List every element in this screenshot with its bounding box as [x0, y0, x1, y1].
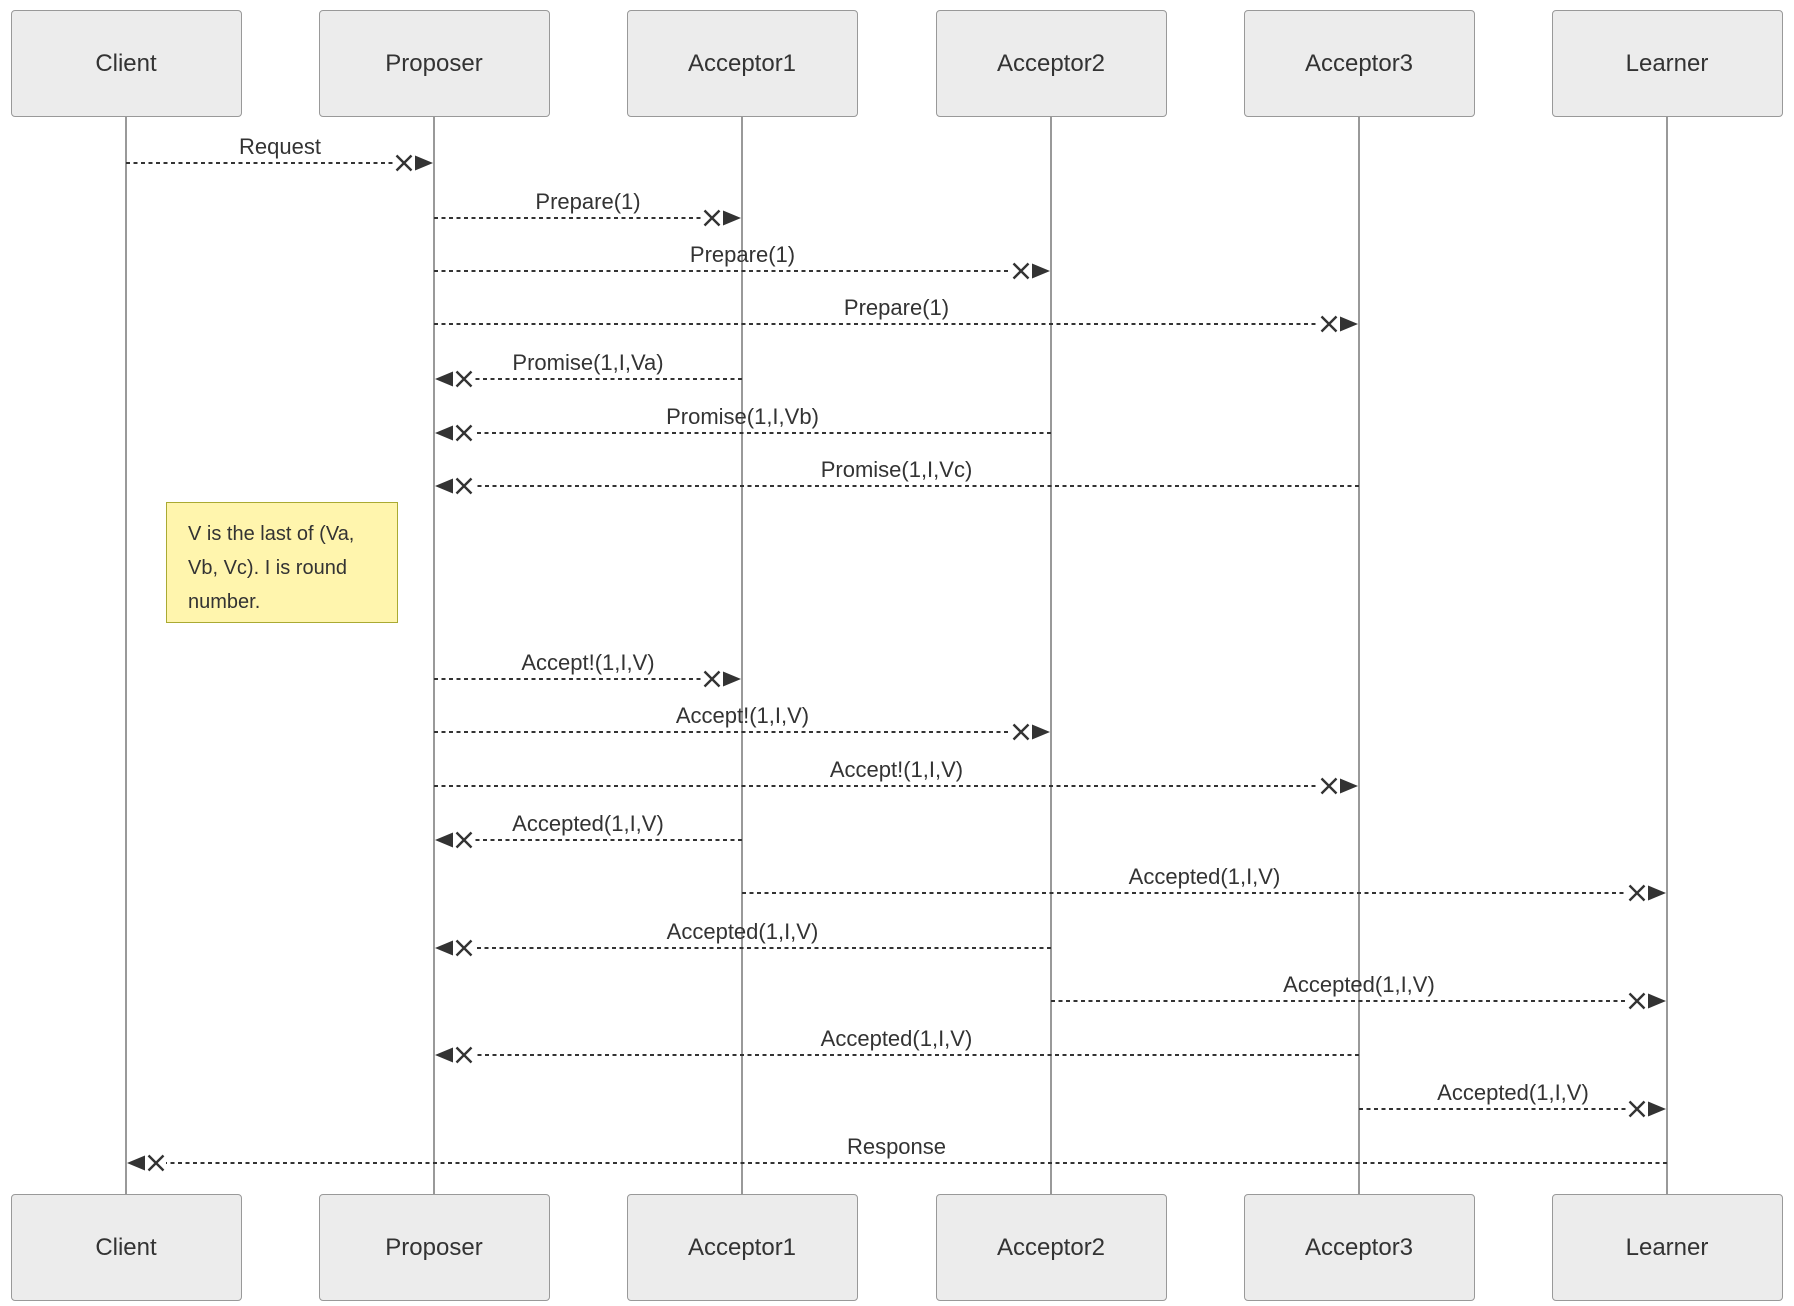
message-14-accepted-1-i-v: Accepted(1,I,V)	[435, 1026, 1359, 1064]
message-2-prepare-1: Prepare(1)	[434, 242, 1050, 280]
note-text-line: Vb, Vc). I is round	[188, 557, 347, 579]
message-0-request: Request	[126, 134, 433, 172]
lifeline-client	[125, 117, 127, 1194]
actor-label: Learner	[1625, 49, 1709, 77]
lifeline-learner	[1666, 117, 1668, 1194]
message-13-accepted-1-i-v: Accepted(1,I,V)	[1051, 972, 1666, 1010]
message-4-promise-1-i-va: Promise(1,I,Va)	[435, 350, 742, 388]
message-label: Promise(1,I,Vc)	[821, 457, 973, 482]
actor-label: Acceptor2	[996, 1233, 1106, 1261]
message-label: Accepted(1,I,V)	[1437, 1080, 1589, 1105]
message-1-prepare-1: Prepare(1)	[434, 189, 741, 227]
message-label: Accept!(1,I,V)	[521, 650, 654, 675]
actor-label: Acceptor1	[687, 49, 797, 77]
actor-box-acceptor2-top: Acceptor2	[935, 10, 1167, 117]
actor-box-acceptor1-bottom: Acceptor1	[626, 1194, 858, 1301]
actor-label: Proposer	[385, 49, 483, 77]
actor-box-learner-top: Learner	[1551, 10, 1783, 117]
lifeline-acceptor2	[1050, 117, 1052, 1194]
note-text-line: number.	[188, 591, 261, 613]
actor-box-learner-bottom: Learner	[1551, 1194, 1783, 1301]
message-label: Accepted(1,I,V)	[1283, 972, 1435, 997]
message-label: Prepare(1)	[690, 242, 795, 267]
actor-label: Acceptor3	[1304, 1233, 1414, 1261]
message-12-accepted-1-i-v: Accepted(1,I,V)	[435, 919, 1051, 957]
actor-box-client-top: Client	[10, 10, 242, 117]
message-label: Accepted(1,I,V)	[821, 1026, 973, 1051]
message-15-accepted-1-i-v: Accepted(1,I,V)	[1359, 1080, 1666, 1118]
actor-label: Acceptor2	[996, 49, 1106, 77]
lifeline-acceptor1	[741, 117, 743, 1194]
message-label: Accepted(1,I,V)	[667, 919, 819, 944]
message-label: Accept!(1,I,V)	[830, 757, 963, 782]
message-label: Promise(1,I,Vb)	[666, 404, 819, 429]
actor-label: Proposer	[385, 1233, 483, 1261]
message-7-accept-1-i-v: Accept!(1,I,V)	[434, 650, 741, 688]
actor-box-acceptor1-top: Acceptor1	[626, 10, 858, 117]
lifeline-proposer	[433, 117, 435, 1194]
actor-label: Client	[95, 1233, 157, 1261]
message-3-prepare-1: Prepare(1)	[434, 295, 1358, 333]
message-9-accept-1-i-v: Accept!(1,I,V)	[434, 757, 1358, 795]
message-label: Response	[847, 1134, 946, 1159]
actor-box-proposer-bottom: Proposer	[318, 1194, 550, 1301]
actor-box-acceptor2-bottom: Acceptor2	[935, 1194, 1167, 1301]
actor-box-client-bottom: Client	[10, 1194, 242, 1301]
lifeline-acceptor3	[1358, 117, 1360, 1194]
actor-label: Learner	[1625, 1233, 1709, 1261]
actor-label: Client	[95, 49, 157, 77]
message-label: Request	[239, 134, 321, 159]
actor-box-acceptor3-bottom: Acceptor3	[1243, 1194, 1475, 1301]
actor-label: Acceptor1	[687, 1233, 797, 1261]
message-6-promise-1-i-vc: Promise(1,I,Vc)	[435, 457, 1359, 495]
message-label: Promise(1,I,Va)	[512, 350, 663, 375]
message-label: Accepted(1,I,V)	[1129, 864, 1281, 889]
message-label: Prepare(1)	[844, 295, 949, 320]
note: V is the last of (Va, Vb, Vc). I is roun…	[166, 502, 398, 623]
message-10-accepted-1-i-v: Accepted(1,I,V)	[435, 811, 742, 849]
message-label: Accepted(1,I,V)	[512, 811, 664, 836]
actor-label: Acceptor3	[1304, 49, 1414, 77]
message-16-response: Response	[127, 1134, 1667, 1172]
message-8-accept-1-i-v: Accept!(1,I,V)	[434, 703, 1050, 741]
message-label: Accept!(1,I,V)	[676, 703, 809, 728]
actor-box-acceptor3-top: Acceptor3	[1243, 10, 1475, 117]
message-label: Prepare(1)	[535, 189, 640, 214]
message-5-promise-1-i-vb: Promise(1,I,Vb)	[435, 404, 1051, 442]
actor-box-proposer-top: Proposer	[318, 10, 550, 117]
note-text-line: V is the last of (Va,	[188, 523, 355, 545]
message-11-accepted-1-i-v: Accepted(1,I,V)	[742, 864, 1666, 902]
